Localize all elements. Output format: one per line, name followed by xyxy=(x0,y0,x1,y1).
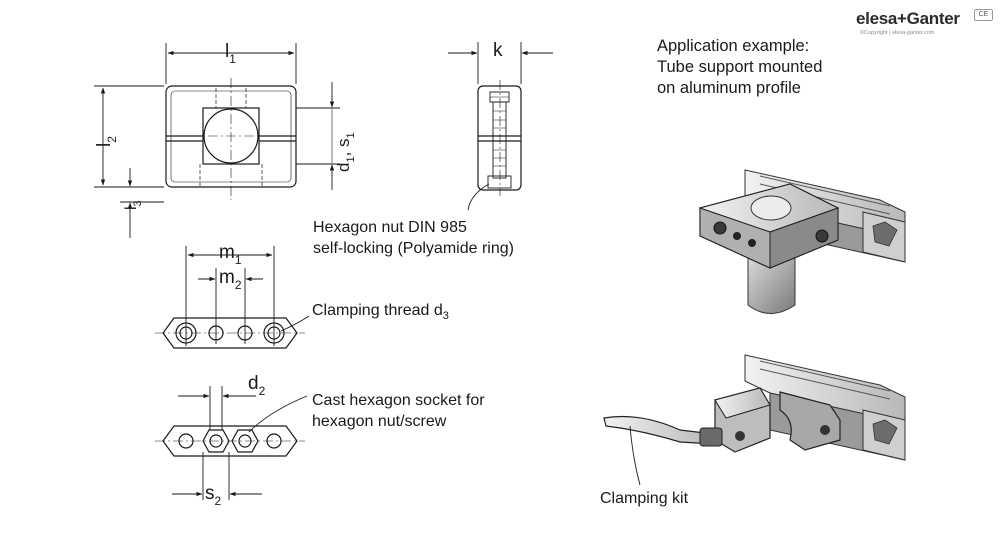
ce-badge: CE xyxy=(974,9,993,21)
side-view-body xyxy=(477,85,522,191)
dim-s2 xyxy=(172,452,262,500)
label-d2: d2 xyxy=(248,373,266,398)
application-caption: Application example: Tube support mounte… xyxy=(657,36,822,99)
label-d1-s1: d1, s1 xyxy=(334,132,357,172)
illustration-tube-support xyxy=(698,169,906,314)
label-m2: m2 xyxy=(219,267,242,292)
note-cast-socket-line-1: Cast hexagon socket for xyxy=(312,392,485,409)
label-l1: l1 xyxy=(225,41,236,66)
application-line-3: on aluminum profile xyxy=(657,79,801,97)
bottom-view xyxy=(155,425,305,457)
leader-clamping-kit xyxy=(629,425,641,486)
note-cast-socket: Cast hexagon socket for hexagon nut/scre… xyxy=(312,390,485,432)
note-clamping-thread-sub: 3 xyxy=(442,310,449,323)
note-clamping-thread-text: Clamping thread d xyxy=(312,302,443,319)
note-hexagon-nut: Hexagon nut DIN 985 self-locking (Polyam… xyxy=(313,217,514,259)
top-view xyxy=(155,317,305,349)
note-clamping-kit: Clamping kit xyxy=(600,490,689,507)
dim-l3 xyxy=(120,168,164,238)
application-line-1: Application example: xyxy=(657,37,810,55)
label-l3: l3 xyxy=(123,200,144,210)
brand-copyright: ©Copyright | elesa-ganter.com xyxy=(860,30,935,36)
dim-k xyxy=(448,42,553,84)
application-line-2: Tube support mounted xyxy=(657,58,823,76)
label-l2: l2 xyxy=(94,136,119,147)
brand-logo: elesa+Ganter CE ©Copyright | elesa-gante… xyxy=(856,9,993,36)
note-cast-socket-line-2: hexagon nut/screw xyxy=(312,413,447,430)
label-m1: m1 xyxy=(219,242,242,267)
dim-d1-s1 xyxy=(296,82,340,190)
label-k: k xyxy=(493,40,503,61)
dim-l1 xyxy=(165,43,297,84)
leader-cast-socket xyxy=(248,395,308,433)
leader-hex-nut xyxy=(467,183,490,211)
leader-clamping-thread xyxy=(280,315,310,332)
front-view xyxy=(165,78,297,200)
note-hexagon-nut-line-2: self-locking (Polyamide ring) xyxy=(313,240,514,257)
side-view xyxy=(477,80,522,196)
brand-name: elesa+Ganter xyxy=(856,9,960,28)
illustration-clamping-kit xyxy=(603,354,906,461)
dim-d2 xyxy=(178,386,256,430)
note-hexagon-nut-line-1: Hexagon nut DIN 985 xyxy=(313,219,467,236)
dim-m1 xyxy=(185,246,275,346)
hexagon-nut xyxy=(487,175,512,189)
note-clamping-thread: Clamping thread d3 xyxy=(312,300,449,327)
label-s2: s2 xyxy=(205,483,222,508)
dim-m2 xyxy=(198,268,263,344)
